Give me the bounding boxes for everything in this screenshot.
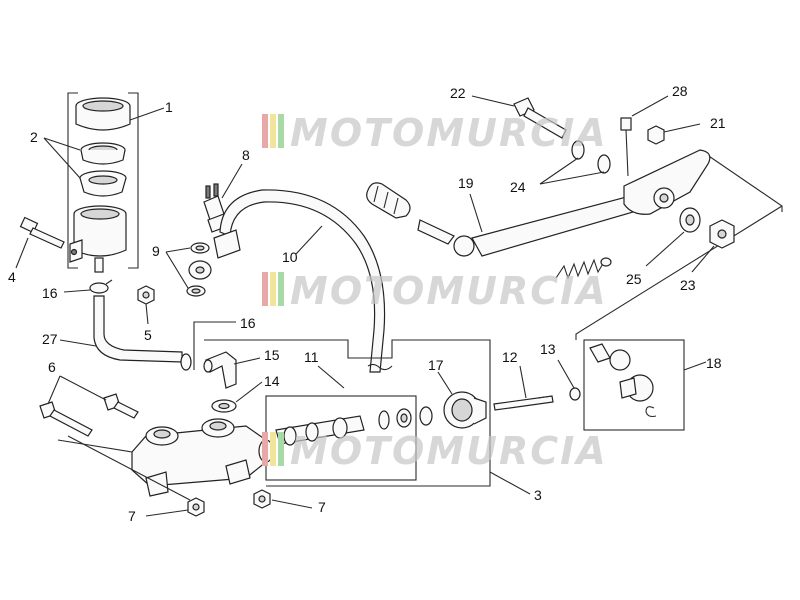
dust-boot: [419, 391, 487, 429]
hose-clamp-small: [89, 279, 113, 294]
mounting-nuts: [187, 489, 271, 517]
reservoir-bellows: [79, 170, 127, 197]
watermark-top: MOTOMURCIA: [262, 111, 608, 155]
callout-3: 3: [534, 487, 542, 503]
callout-28: 28: [672, 83, 688, 99]
callout-15: 15: [264, 347, 280, 363]
callout-16a: 16: [42, 285, 58, 301]
callout-25: 25: [626, 271, 642, 287]
watermark-text: MOTOMURCIA: [290, 269, 608, 313]
callout-numbers: 1 2 3 4 5 6 7 7 8 9 10 11 12 13 14 15 16…: [8, 83, 726, 524]
reservoir-bolt: [19, 216, 65, 249]
stop-nut: [647, 125, 665, 145]
watermark-bottom: MOTOMURCIA: [262, 429, 608, 473]
callout-24: 24: [510, 179, 526, 195]
callout-7a: 7: [128, 508, 136, 524]
callout-19: 19: [458, 175, 474, 191]
ball-joint: [589, 343, 657, 418]
callout-2: 2: [30, 129, 38, 145]
watermark-text: MOTOMURCIA: [290, 429, 608, 473]
callout-18: 18: [706, 355, 722, 371]
banjo-washers: [186, 242, 210, 297]
reservoir-diaphragm-ring: [80, 142, 126, 165]
watermark-text: MOTOMURCIA: [290, 111, 608, 155]
reservoir-hose: [93, 295, 192, 371]
callout-14: 14: [264, 373, 280, 389]
piston-kit: [275, 408, 412, 446]
callout-5: 5: [144, 327, 152, 343]
mounting-bolts: [39, 393, 139, 437]
callout-8: 8: [242, 147, 250, 163]
callout-10: 10: [282, 249, 298, 265]
callout-6: 6: [48, 359, 56, 375]
banjo-union: [188, 260, 212, 280]
ball-joint-frame: [575, 205, 783, 431]
clutch-hydraulic-hose: [213, 189, 393, 373]
watermark-middle: MOTOMURCIA: [262, 269, 608, 313]
callout-7b: 7: [318, 499, 326, 515]
callout-11: 11: [304, 349, 319, 365]
pushrod: [493, 395, 554, 411]
callout-22: 22: [450, 85, 466, 101]
adjuster-bolt: [513, 97, 567, 139]
pushrod-nut: [569, 387, 581, 401]
reservoir-bracket: [67, 92, 139, 269]
callout-9: 9: [152, 243, 160, 259]
reservoir-cap: [75, 97, 131, 131]
callout-1: 1: [165, 99, 173, 115]
pivot-screw: [620, 117, 632, 177]
callout-4: 4: [8, 269, 16, 285]
callout-12: 12: [502, 349, 518, 365]
reservoir-nut: [137, 285, 155, 305]
master-cylinder-body: [131, 418, 274, 497]
sealing-washer: [211, 399, 237, 413]
callout-21: 21: [710, 115, 726, 131]
reservoir-body: [69, 205, 127, 273]
callout-17: 17: [428, 357, 444, 373]
pedal-pivot-nut: [709, 219, 735, 249]
hose-elbow-fitting: [203, 351, 237, 389]
callout-27: 27: [42, 331, 58, 347]
pedal-washers: [571, 140, 701, 233]
callout-23: 23: [680, 277, 696, 293]
pedal-frame-lines: [699, 149, 783, 212]
pedal-peg-rubber: [366, 182, 411, 219]
callout-13: 13: [540, 341, 556, 357]
callout-16b: 16: [240, 315, 256, 331]
pedal-spring: [555, 257, 612, 280]
pedal-arm: [417, 149, 711, 257]
leader-lines: [15, 95, 715, 517]
